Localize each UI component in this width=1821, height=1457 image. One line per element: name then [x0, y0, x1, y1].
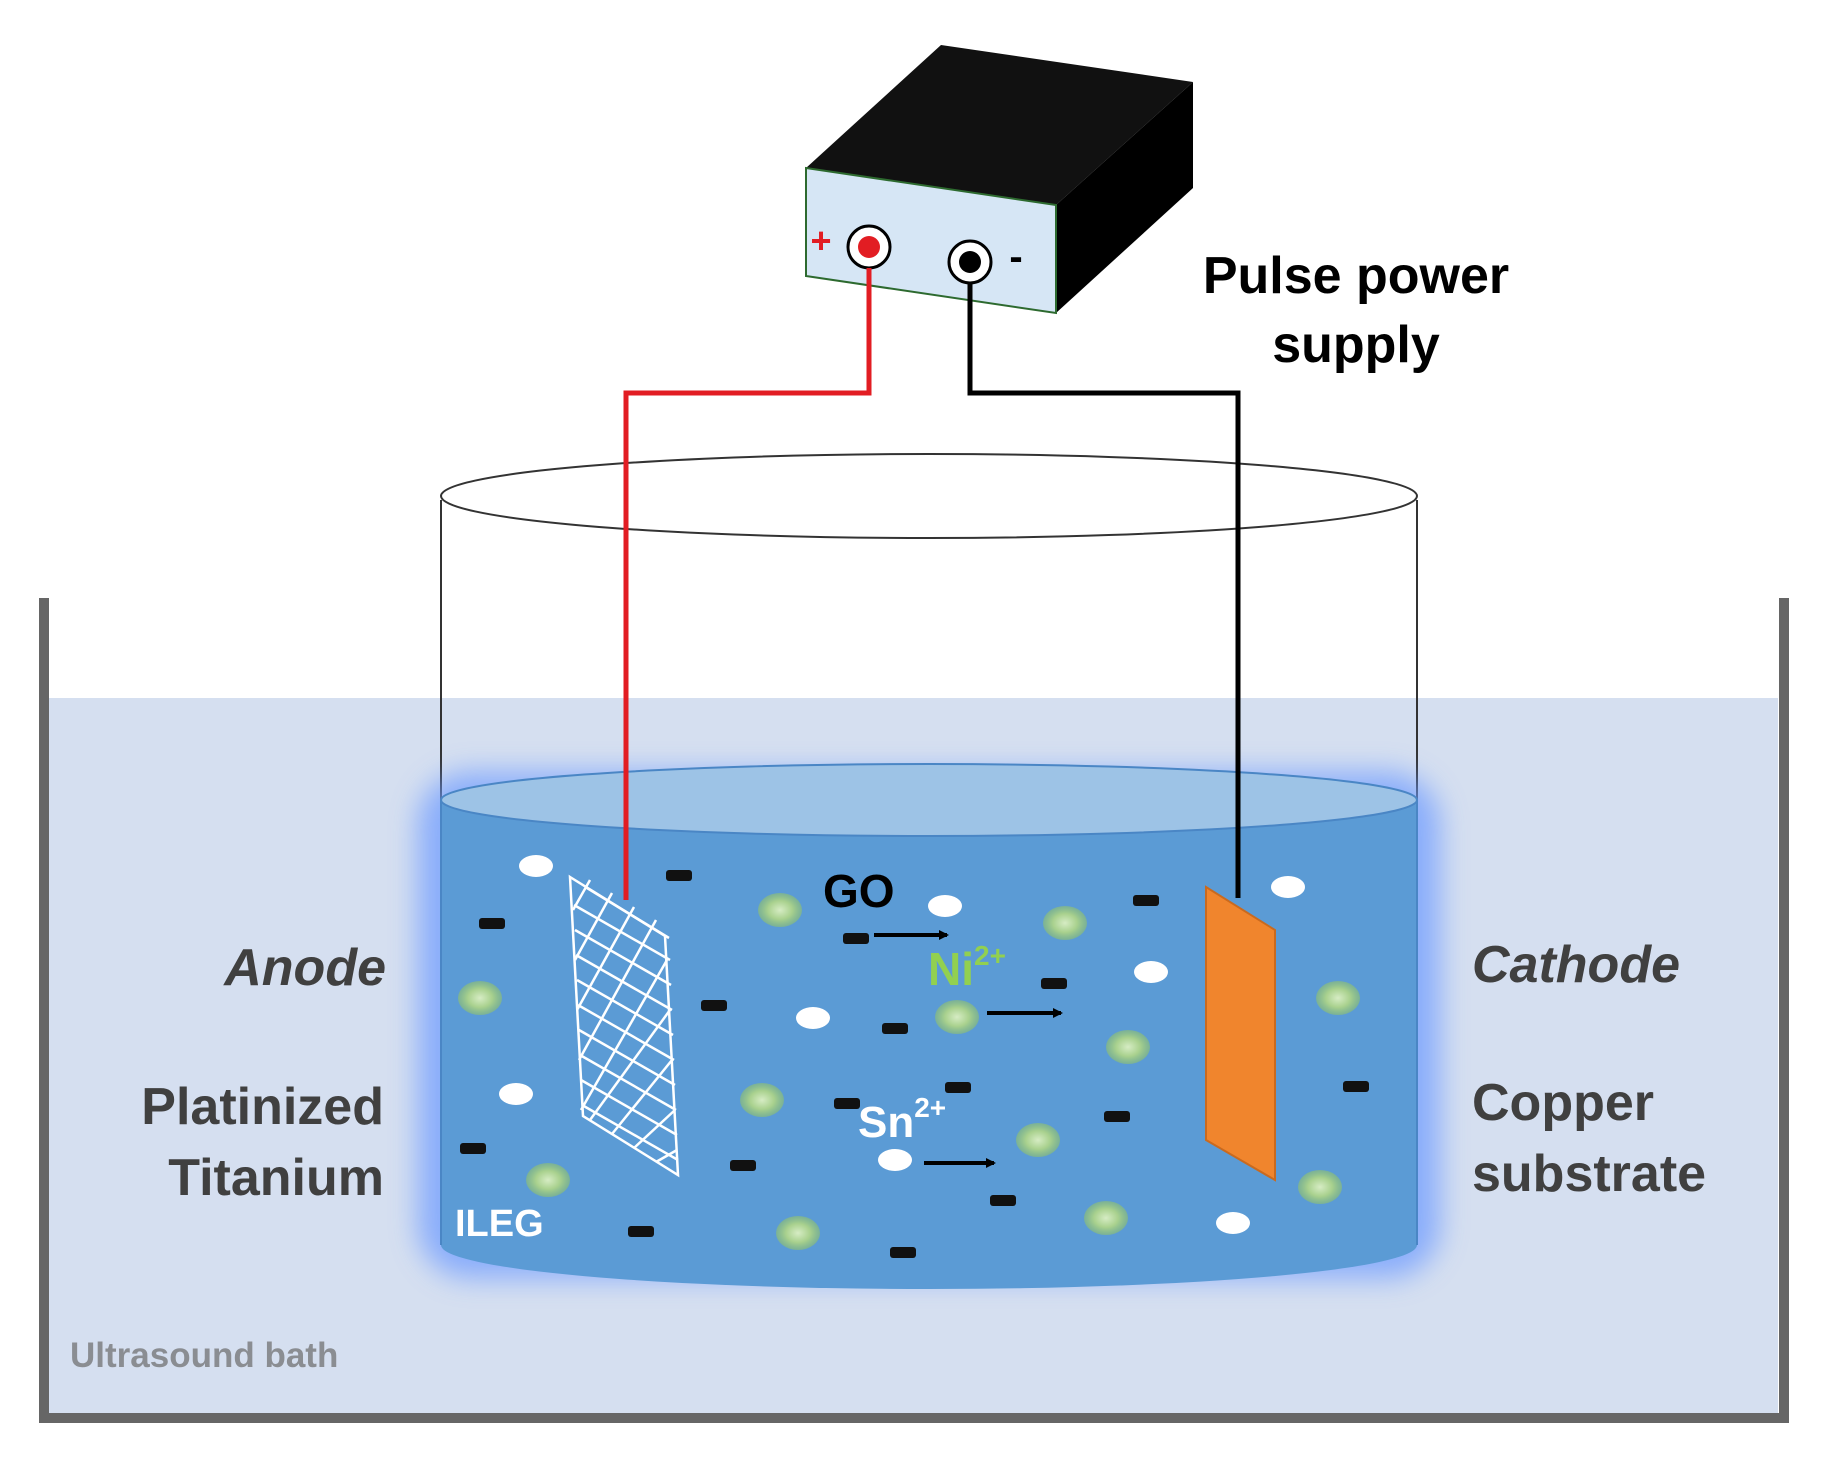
go-flake [890, 1247, 916, 1258]
sn-charge: 2+ [914, 1092, 946, 1123]
anode-material-line1: Platinized [141, 1078, 384, 1136]
minus-sign: - [1009, 235, 1022, 279]
go-flake [882, 1023, 908, 1034]
ni-particle [935, 1000, 979, 1034]
sn-particle [928, 895, 962, 917]
sn-symbol: Sn [858, 1098, 914, 1147]
positive-wire [623, 268, 872, 900]
sn-label: Sn2+ [858, 1092, 946, 1147]
go-flake [460, 1143, 486, 1154]
sn-particle [519, 855, 553, 877]
electrolyte [418, 763, 1440, 1289]
go-flake [1104, 1111, 1130, 1122]
anode-material-line2: Titanium [168, 1149, 384, 1207]
ni-particle [776, 1216, 820, 1250]
ni-particle [1016, 1123, 1060, 1157]
migration-arrows [874, 930, 1063, 1168]
ni-particles [458, 893, 1360, 1250]
cathode-plate [1205, 885, 1276, 1182]
go-flake [834, 1098, 860, 1109]
ni-particle [758, 893, 802, 927]
pulse-power-supply: + - [805, 45, 1193, 315]
go-flake [730, 1160, 756, 1171]
ni-particle [526, 1163, 570, 1197]
go-flake [1343, 1081, 1369, 1092]
ni-particle [458, 981, 502, 1015]
plus-sign: + [810, 220, 831, 261]
power-supply-label-line2: supply [1272, 316, 1440, 374]
beaker-rim [440, 453, 1418, 539]
sn-particle [796, 1007, 830, 1029]
go-flake [990, 1195, 1016, 1206]
go-flake [945, 1082, 971, 1093]
sn-particle [1134, 961, 1168, 983]
negative-terminal [947, 239, 993, 285]
sn-particle [1271, 876, 1305, 898]
beaker [440, 453, 1418, 800]
bath-walls [39, 598, 1789, 1423]
go-flake [701, 1000, 727, 1011]
electrolyte-label: ILEG [455, 1203, 544, 1245]
ni-particle [1106, 1030, 1150, 1064]
go-flake [479, 918, 505, 929]
bath-label: Ultrasound bath [70, 1336, 338, 1375]
go-flake [666, 870, 692, 881]
go-flake [1133, 895, 1159, 906]
power-supply-label-line1: Pulse power [1203, 247, 1509, 305]
cathode-material-line1: Copper [1472, 1074, 1654, 1132]
ni-charge: 2+ [974, 940, 1006, 971]
ni-symbol: Ni [928, 943, 974, 995]
sn-particle [878, 1149, 912, 1171]
anode-mesh [568, 874, 680, 1178]
go-label: GO [823, 865, 895, 917]
positive-terminal [846, 224, 892, 270]
electrolyte-surface [440, 763, 1418, 837]
negative-wire [967, 283, 1241, 898]
sn-particle [1216, 1212, 1250, 1234]
sn-particles [499, 855, 1305, 1234]
cathode-material-line2: substrate [1472, 1145, 1706, 1203]
cathode-label: Cathode [1472, 936, 1680, 994]
ni-particle [1084, 1201, 1128, 1235]
go-flakes [460, 870, 1369, 1258]
power-supply-top [806, 45, 1193, 205]
power-supply-side [1056, 82, 1193, 313]
ni-particle [740, 1083, 784, 1117]
go-flake [843, 933, 869, 944]
sn-particle [499, 1083, 533, 1105]
ni-particle [1043, 906, 1087, 940]
anode-label: Anode [222, 939, 386, 997]
ni-particle [1298, 1170, 1342, 1204]
ni-label: Ni2+ [928, 940, 1006, 995]
go-flake [1041, 978, 1067, 989]
ni-particle [1316, 981, 1360, 1015]
go-flake [628, 1226, 654, 1237]
